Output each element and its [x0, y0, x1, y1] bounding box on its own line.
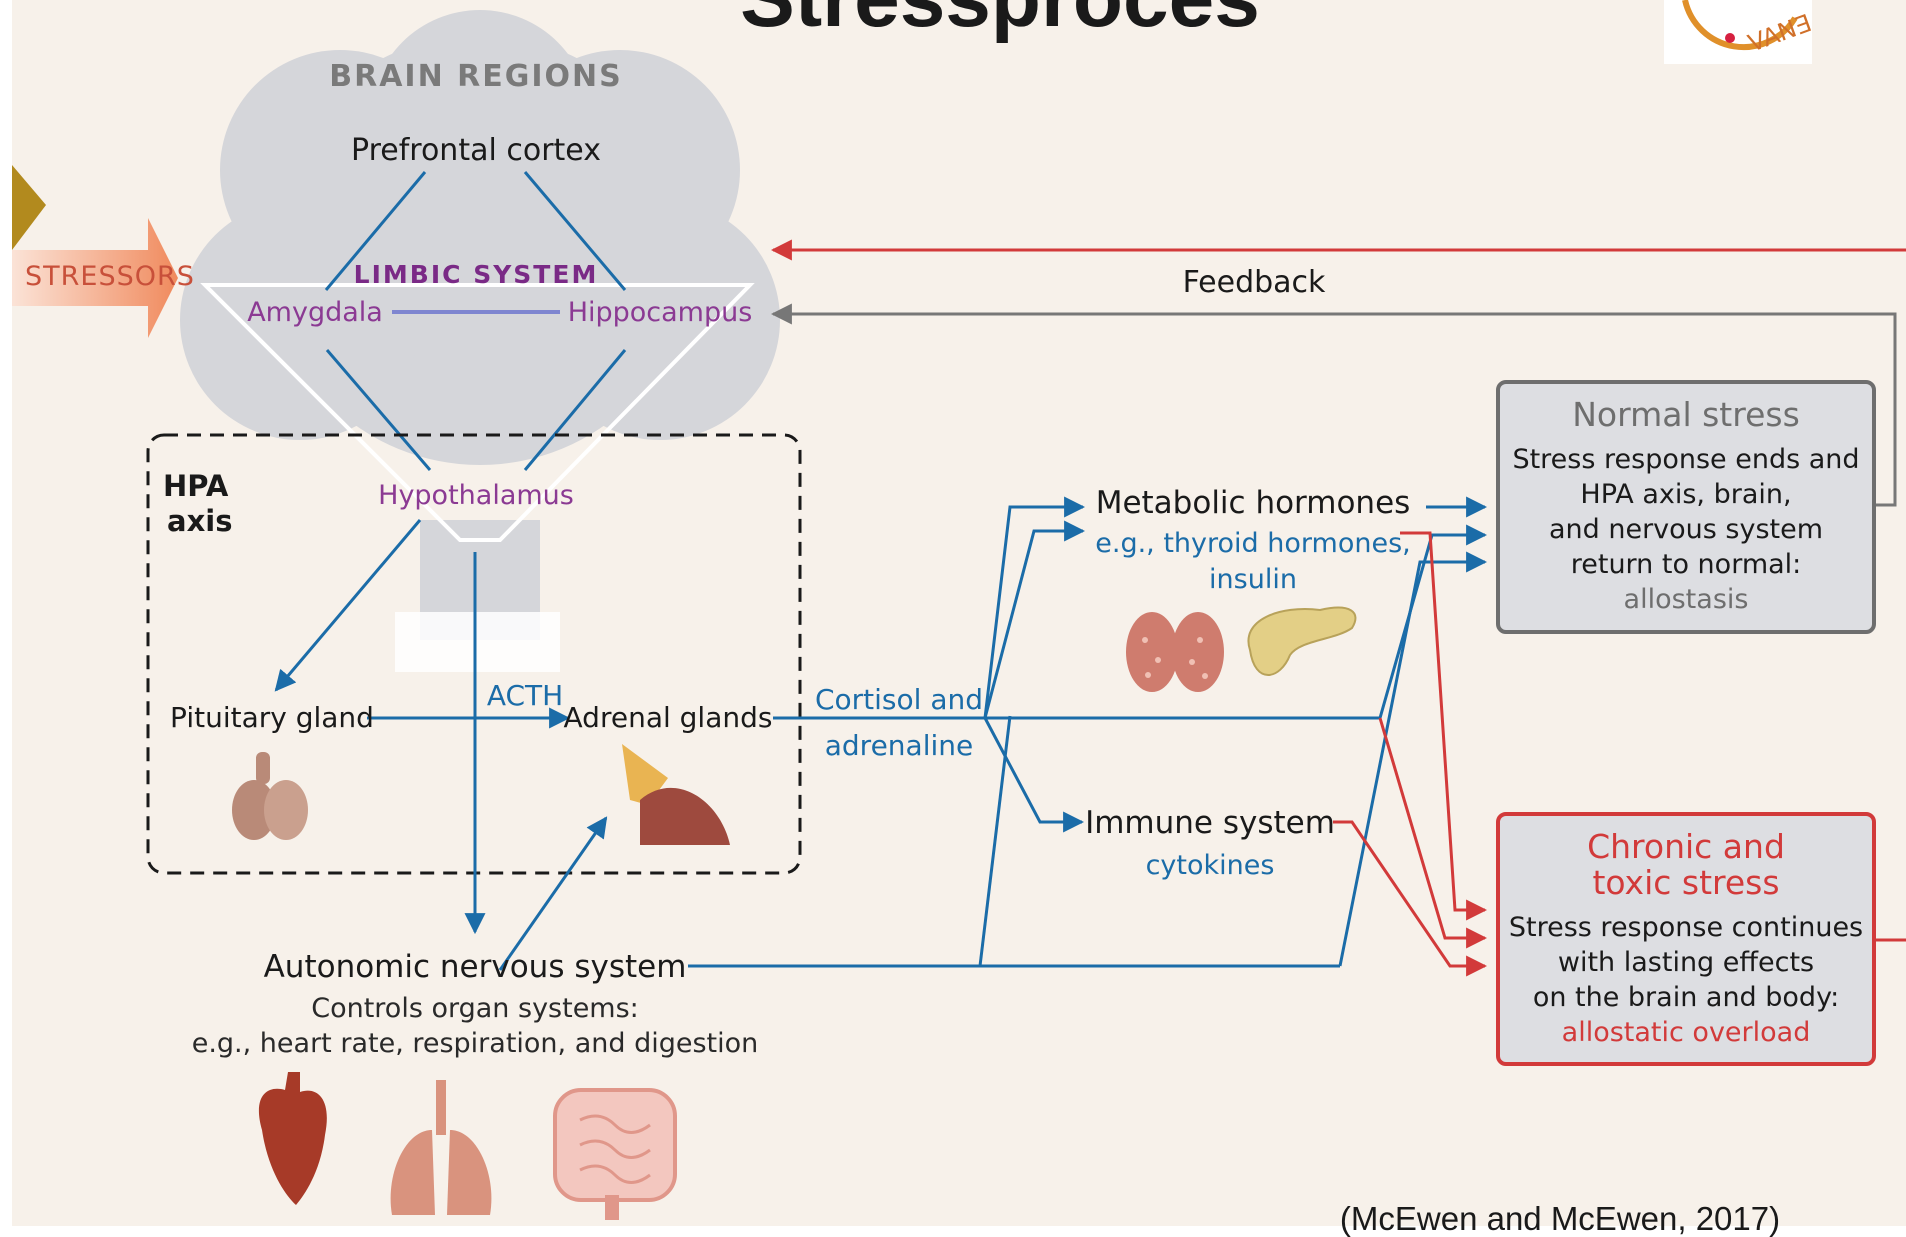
autonomic-title: Autonomic nervous system — [264, 952, 687, 983]
limbic-system-label: LIMBIC SYSTEM — [354, 262, 599, 287]
normal-stress-line-4: return to normal: — [1571, 551, 1802, 578]
chronic-stress-line-1: Stress response continues — [1509, 914, 1863, 941]
chronic-stress-title-2: toxic stress — [1592, 866, 1779, 899]
immune-cytokines: cytokines — [1146, 852, 1275, 879]
acth-label: ACTH — [487, 682, 563, 710]
normal-stress-title: Normal stress — [1572, 398, 1800, 431]
normal-stress-line-3: and nervous system — [1549, 516, 1823, 543]
amygdala-label: Amygdala — [247, 299, 383, 326]
immune-system-title: Immune system — [1085, 808, 1335, 839]
chronic-stress-line-3: on the brain and body: — [1533, 984, 1839, 1011]
brain-regions-heading: BRAIN REGIONS — [329, 62, 623, 92]
adrenaline-label: adrenaline — [825, 732, 974, 760]
chronic-stress-title-1: Chronic and — [1587, 830, 1785, 863]
hypothalamus-label: Hypothalamus — [378, 482, 574, 509]
prefrontal-cortex-label: Prefrontal cortex — [351, 136, 601, 166]
hpa-label: HPA — [163, 472, 228, 501]
normal-stress-line-1: Stress response ends and — [1512, 446, 1859, 473]
normal-stress-line-2: HPA axis, brain, — [1580, 481, 1791, 508]
hippocampus-label: Hippocampus — [568, 299, 753, 326]
axis-label: axis — [167, 507, 232, 536]
feedback-label: Feedback — [1183, 268, 1326, 298]
pituitary-gland-label: Pituitary gland — [170, 704, 374, 732]
allostasis-term: allostasis — [1624, 586, 1749, 613]
cortisol-label: Cortisol and — [815, 686, 983, 714]
logo-stamp-icon: VAN∃ — [1664, 0, 1815, 64]
intestines-icon — [555, 1090, 675, 1220]
brainstem-highlight — [395, 612, 560, 672]
metabolic-example-1: e.g., thyroid hormones, — [1095, 530, 1410, 557]
stressors-label: STRESSORS — [25, 263, 195, 290]
metabolic-hormones-title: Metabolic hormones — [1096, 488, 1411, 519]
citation: (McEwen and McEwen, 2017) — [1340, 1202, 1780, 1235]
chronic-stress-line-2: with lasting effects — [1558, 949, 1814, 976]
autonomic-desc-1: Controls organ systems: — [311, 995, 639, 1022]
page-title: Stressproces — [740, 0, 1260, 40]
autonomic-desc-2: e.g., heart rate, respiration, and diges… — [192, 1030, 759, 1057]
left-edge — [0, 0, 12, 1226]
adrenal-glands-label: Adrenal glands — [564, 704, 773, 732]
allostatic-overload-term: allostatic overload — [1562, 1019, 1811, 1046]
metabolic-example-2: insulin — [1209, 566, 1297, 593]
